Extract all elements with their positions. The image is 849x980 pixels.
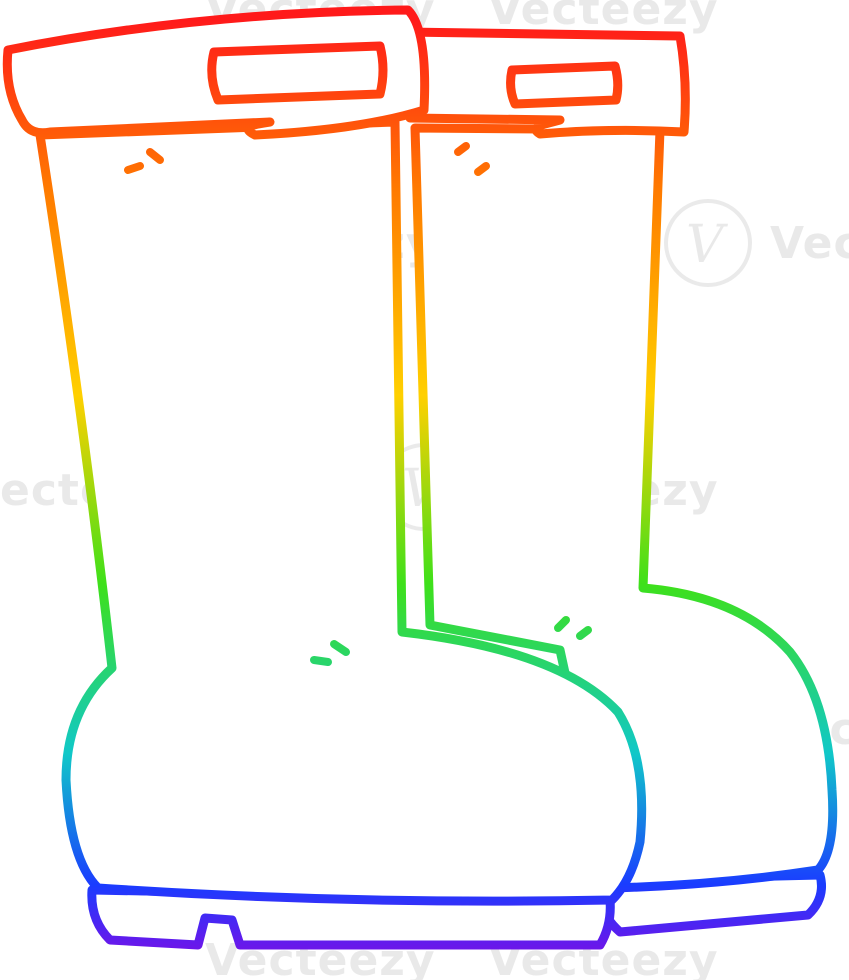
- watermark-text: Vec: [770, 218, 849, 269]
- left-boot-shine-mark: [124, 162, 144, 174]
- watermark-text: Vecteezy: [488, 0, 719, 35]
- left-boot-strap: [207, 41, 388, 105]
- right-boot-body: [410, 123, 838, 893]
- left-boot-shine-mark: [330, 640, 350, 656]
- watermark-logo-glyph: V: [686, 215, 728, 275]
- left-boot-body: [35, 117, 647, 906]
- right-boot-shine-mark: [554, 616, 570, 632]
- left-boot-shine-mark: [146, 148, 164, 164]
- right-boot-shine-mark: [576, 626, 592, 640]
- left-boot: [2, 5, 647, 950]
- right-boot-shine-mark: [474, 162, 490, 176]
- right-boot-cuff: [400, 27, 690, 139]
- right-boot-shine-mark: [454, 142, 470, 156]
- left-boot-shine-mark: [310, 656, 332, 666]
- right-boot-strap: [506, 61, 623, 109]
- right-boot: [400, 27, 838, 937]
- watermark-logo-icon: V: [664, 199, 752, 287]
